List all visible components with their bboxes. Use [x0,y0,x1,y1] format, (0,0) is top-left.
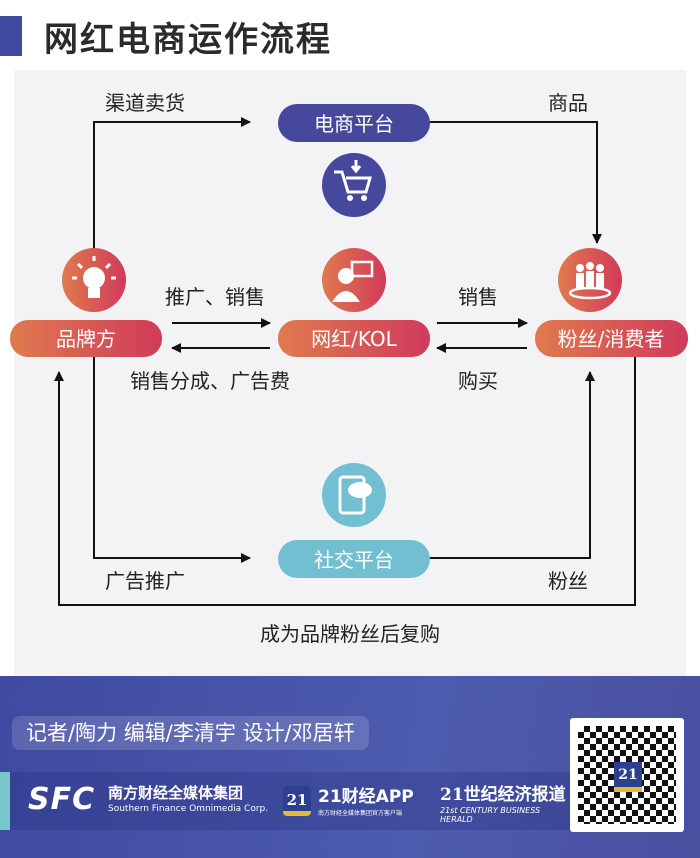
person-chat-icon [322,248,386,312]
group-name-cn: 南方财经全媒体集团 [108,784,244,802]
svg-text:品牌方: 品牌方 [56,327,116,351]
flow-diagram: 渠道卖货 商品 推广、销售 销售 销售分成、广告费 购买 广告推广 粉丝 成为品… [10,91,688,646]
node-brand: 品牌方 [10,320,162,357]
label-fans: 粉丝 [548,569,588,593]
label-purchase: 购买 [458,369,498,393]
node-fans-consumers: 粉丝/消费者 [535,320,688,357]
node-social-platform: 社交平台 [278,540,430,578]
app-subtitle: 南方财经全媒体集团官方客户端 [318,810,403,817]
app-name: 21财经APP [318,787,414,807]
group-icon [558,248,622,312]
svg-text:粉丝/消费者: 粉丝/消费者 [558,327,665,351]
sfc-logo: SFC [28,782,96,817]
node-ecommerce-platform: 电商平台 [278,104,430,142]
footer: 记者/陶力 编辑/李清宇 设计/邓居轩 SFC 南方财经全媒体集团 Southe… [0,676,700,858]
herald-name-cn: 21世纪经济报道 [440,785,566,805]
node-kol: 网红/KOL [278,320,430,357]
qr-code[interactable]: 21 [570,718,684,832]
cart-icon [322,153,386,217]
svg-text:社交平台: 社交平台 [314,548,394,572]
svg-text:电商平台: 电商平台 [314,112,394,136]
label-repurchase: 成为品牌粉丝后复购 [260,622,440,646]
svg-text:网红/KOL: 网红/KOL [311,327,398,351]
credits: 记者/陶力 编辑/李清宇 设计/邓居轩 [12,716,369,750]
edge-goods [430,121,602,244]
edge-fans [430,371,595,559]
phone-chat-icon [322,463,386,527]
qr-badge: 21 [614,762,642,792]
title-accent-bar [0,16,22,56]
label-channel-sales: 渠道卖货 [105,91,185,115]
label-ad-promo: 广告推广 [105,569,185,593]
edge-ad-promo [93,357,251,563]
label-goods: 商品 [548,91,588,115]
edge-channel-sales [93,117,251,262]
label-sales: 销售 [458,285,498,309]
herald-name-en: 21st CENTURY BUSINESS HERALD [440,806,541,824]
publisher-logos: SFC 南方财经全媒体集团 Southern Finance Omnimedia… [0,772,570,830]
label-revenue-share: 销售分成、广告费 [130,369,290,393]
header: 网红电商运作流程 [0,0,700,70]
edge-repurchase [54,357,636,606]
lightbulb-icon [62,248,126,312]
page-title: 网红电商运作流程 [44,20,332,60]
label-promo-sales: 推广、销售 [165,285,265,309]
group-name-en: Southern Finance Omnimedia Corp. [108,804,269,814]
app-logo-icon: 21 [283,786,311,816]
